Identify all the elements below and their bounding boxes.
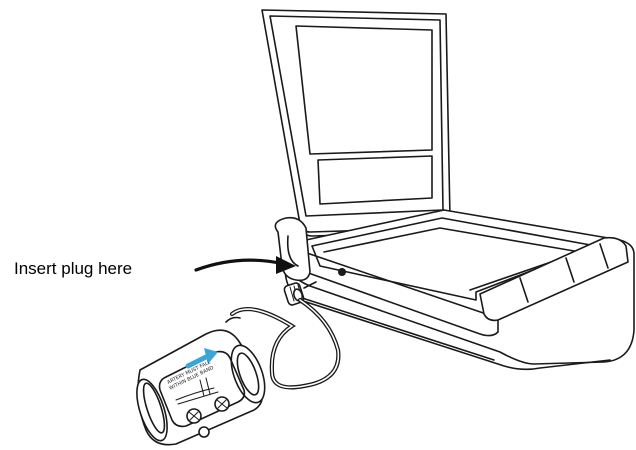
monitor-base [275,210,634,369]
air-plug-socket [338,268,346,276]
display-screen [296,26,432,154]
monitor-lid [262,10,450,236]
lid-label-window [318,156,432,204]
cuff-pictogram-bottom [199,427,209,437]
arm-cuff: ARTERY MUST FALL WITHIN BLUE BAND [131,318,272,445]
callout-label: Insert plug here [14,259,132,279]
callout-arrow [196,256,296,274]
